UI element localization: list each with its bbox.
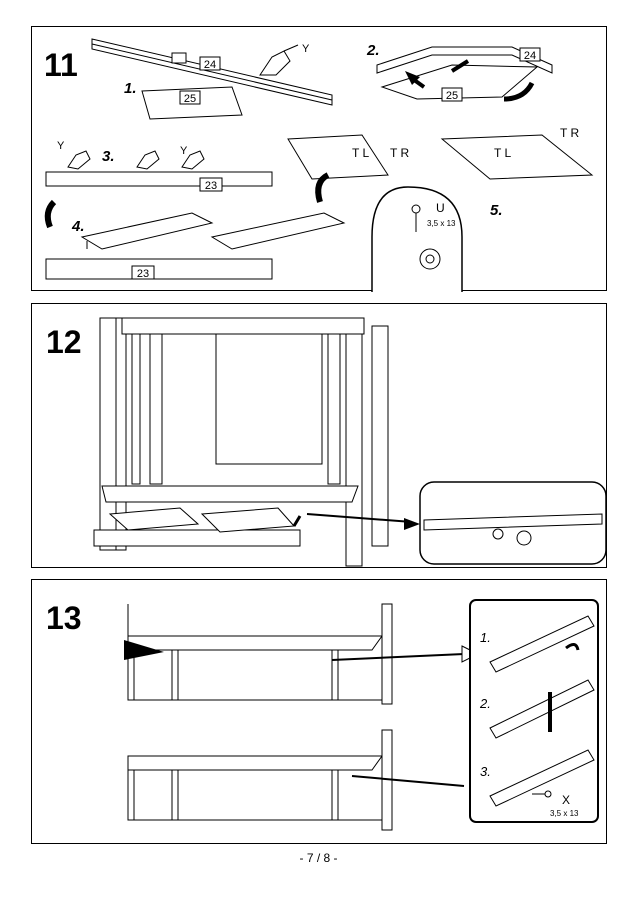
step-11-panel: 11 24 Y 1. 25 2. 24 25 bbox=[31, 26, 607, 292]
frame-assembly-2 bbox=[376, 46, 553, 100]
part-label-box bbox=[441, 87, 463, 102]
slide-rail-detail bbox=[423, 513, 603, 546]
substep-label: 2. bbox=[366, 42, 380, 59]
step-number: 11 bbox=[44, 47, 78, 83]
substep-label: 1. bbox=[124, 80, 137, 97]
board-23 bbox=[45, 171, 273, 187]
step-13-illustration: 1. 2. 3. X 3,5 x 13 bbox=[124, 599, 599, 831]
fitting-label-right: T R bbox=[560, 126, 579, 140]
glue-bottle-icon bbox=[259, 44, 299, 76]
screw-code: U bbox=[436, 201, 445, 215]
arrow-icon bbox=[404, 518, 420, 530]
drawer-frames bbox=[80, 212, 346, 250]
pointer-line bbox=[351, 775, 465, 787]
part-label-25: 25 bbox=[446, 90, 458, 102]
substep-label: 2. bbox=[479, 696, 491, 711]
substep-label: 4. bbox=[71, 218, 85, 235]
glue-label: Y bbox=[57, 140, 65, 152]
cabinet-bottom-view bbox=[127, 729, 393, 831]
screw-code: X bbox=[562, 793, 570, 807]
part-label-25: 25 bbox=[184, 93, 196, 105]
drawer-open bbox=[108, 507, 302, 533]
screw-size: 3,5 x 13 bbox=[550, 809, 579, 818]
screw-icon bbox=[532, 790, 552, 798]
part-label-box bbox=[179, 90, 201, 105]
part-label-box bbox=[519, 47, 541, 62]
board-24-long bbox=[91, 38, 333, 106]
step-12-panel: 12 bbox=[31, 303, 607, 568]
step-11-illustration: 24 Y 1. 25 2. 24 25 3. Y Y bbox=[44, 38, 594, 292]
rotate-arrow-icon bbox=[44, 199, 57, 229]
fitting-label-left: T L bbox=[352, 146, 369, 160]
step-13-panel: 13 1. 2. 3. bbox=[31, 579, 607, 844]
pointer-line bbox=[331, 653, 465, 661]
arrow-icon bbox=[124, 640, 164, 660]
arrow-icon bbox=[450, 59, 470, 73]
arrow-icon bbox=[405, 71, 420, 85]
part-label-24: 24 bbox=[524, 50, 536, 62]
rotate-arrow-icon bbox=[315, 172, 330, 203]
step-number: 13 bbox=[46, 600, 82, 636]
part-label-box bbox=[131, 265, 155, 280]
substep-label: 5. bbox=[490, 202, 503, 219]
part-label-23: 23 bbox=[205, 180, 217, 192]
glue-label: Y bbox=[180, 145, 188, 157]
screw-size: 3,5 x 13 bbox=[427, 219, 456, 228]
part-label-24: 24 bbox=[204, 59, 216, 71]
screw-icon bbox=[411, 204, 421, 232]
substep-label: 3. bbox=[102, 148, 115, 165]
part-label-box bbox=[199, 177, 223, 192]
substep-label: 3. bbox=[480, 764, 491, 779]
rotate-arrow-icon bbox=[565, 643, 580, 651]
page-number: - 7 / 8 - bbox=[299, 851, 338, 865]
fitting-label-right: T R bbox=[390, 146, 409, 160]
cabinet bbox=[93, 317, 389, 567]
part-label-box bbox=[199, 56, 221, 71]
drawer-frames-5 bbox=[287, 134, 594, 180]
fitting-label-left: T L bbox=[494, 146, 511, 160]
step-number: 12 bbox=[46, 324, 82, 360]
pointer-line bbox=[306, 513, 413, 523]
step-12-illustration bbox=[93, 317, 607, 567]
part-label-23: 23 bbox=[137, 268, 149, 280]
rotate-arrow-icon bbox=[503, 81, 535, 102]
slide-rail bbox=[489, 615, 595, 807]
glue-bottle-icon bbox=[67, 150, 205, 170]
board-23-bottom bbox=[45, 258, 273, 280]
detail-circle bbox=[371, 186, 463, 292]
cabinet-top-view bbox=[127, 603, 393, 705]
glue-label: Y bbox=[302, 43, 310, 55]
substep-label: 1. bbox=[480, 630, 491, 645]
